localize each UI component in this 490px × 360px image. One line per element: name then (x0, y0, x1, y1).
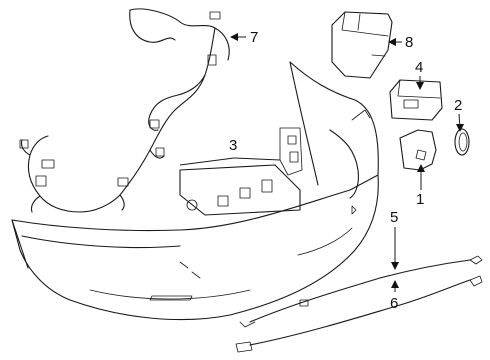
callout-3: 3 (179, 137, 281, 166)
clips-box (179, 127, 303, 216)
sensor-retainer (399, 129, 437, 171)
callout-8-label: 8 (405, 34, 413, 51)
seal-ring (454, 128, 470, 156)
callout-4-label: 4 (415, 59, 423, 76)
rear-bumper-cover (11, 61, 379, 321)
parking-sensor (389, 79, 443, 121)
callout-8: 8 (388, 34, 413, 51)
wiring-harness (19, 8, 230, 213)
callout-4: 4 (415, 59, 424, 90)
callout-2-label: 2 (454, 97, 462, 114)
callout-1: 1 (416, 164, 425, 208)
callout-1-label: 1 (416, 191, 424, 208)
sensor-wire-lower (235, 275, 483, 353)
callout-5-label: 5 (390, 209, 398, 226)
callout-7: 7 (230, 29, 258, 46)
callout-6-label: 6 (390, 295, 398, 312)
control-module (331, 11, 393, 79)
callout-3-label: 3 (229, 137, 237, 154)
callout-7-label: 7 (250, 29, 258, 46)
callout-2: 2 (454, 97, 464, 132)
sensor-wire-upper (239, 255, 483, 328)
callout-6: 6 (390, 280, 399, 312)
callout-5: 5 (390, 209, 399, 270)
